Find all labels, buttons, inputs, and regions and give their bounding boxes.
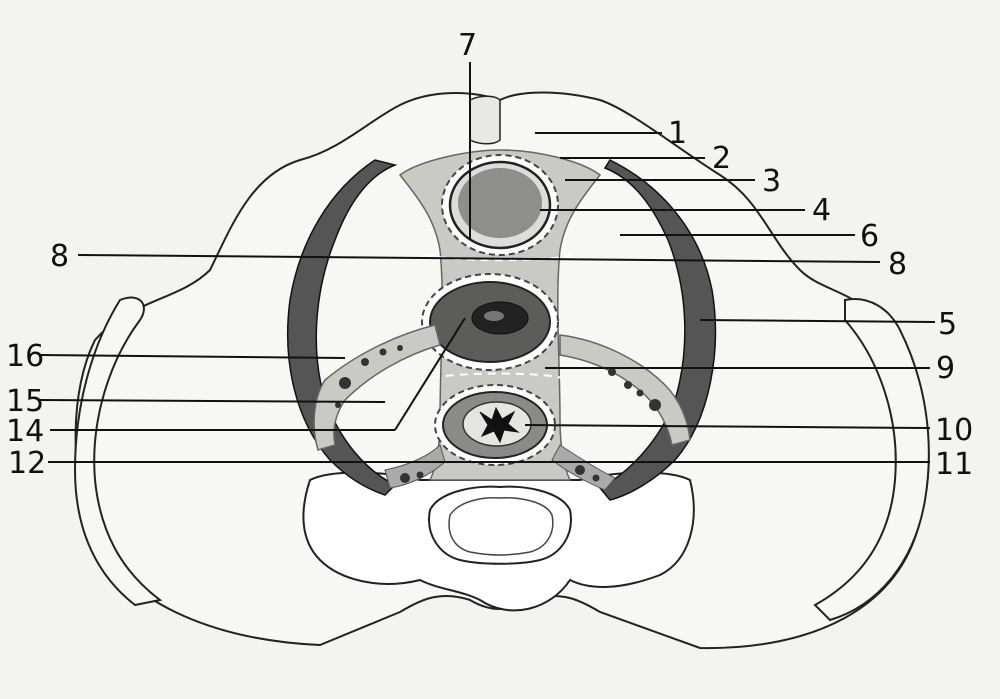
label-5: 5 (938, 307, 957, 342)
label-3: 3 (762, 164, 781, 199)
left-vessels (335, 345, 424, 483)
right-iliac-wing (813, 298, 930, 622)
left-lateral-ligament (313, 324, 441, 451)
bladder-lumen (458, 168, 542, 238)
label-10: 10 (935, 413, 973, 448)
label-11: 11 (935, 447, 973, 482)
label-4: 4 (812, 193, 831, 228)
label-9: 9 (936, 351, 955, 386)
uterus-cavity-highlight (484, 311, 504, 321)
pubic-symphysis (469, 95, 501, 145)
label-8-right: 8 (888, 247, 907, 282)
label-14: 14 (6, 414, 44, 449)
label-2: 2 (712, 141, 731, 176)
peritoneum-upper (424, 254, 576, 262)
label-16: 16 (6, 339, 44, 374)
right-pelvic-wall-muscle (598, 159, 717, 501)
sacral-canal (428, 485, 572, 565)
label-12: 12 (8, 446, 46, 481)
sacral-canal-inner (448, 497, 554, 556)
leader-lines (39, 62, 936, 463)
label-15: 15 (6, 384, 44, 419)
rectal-lumen-star (479, 406, 520, 444)
label-7: 7 (458, 28, 477, 63)
label-8-left: 8 (50, 239, 69, 274)
label-6: 6 (860, 219, 879, 254)
right-vessels (575, 368, 661, 482)
label-1: 1 (668, 116, 687, 151)
left-iliac-wing (73, 296, 163, 607)
